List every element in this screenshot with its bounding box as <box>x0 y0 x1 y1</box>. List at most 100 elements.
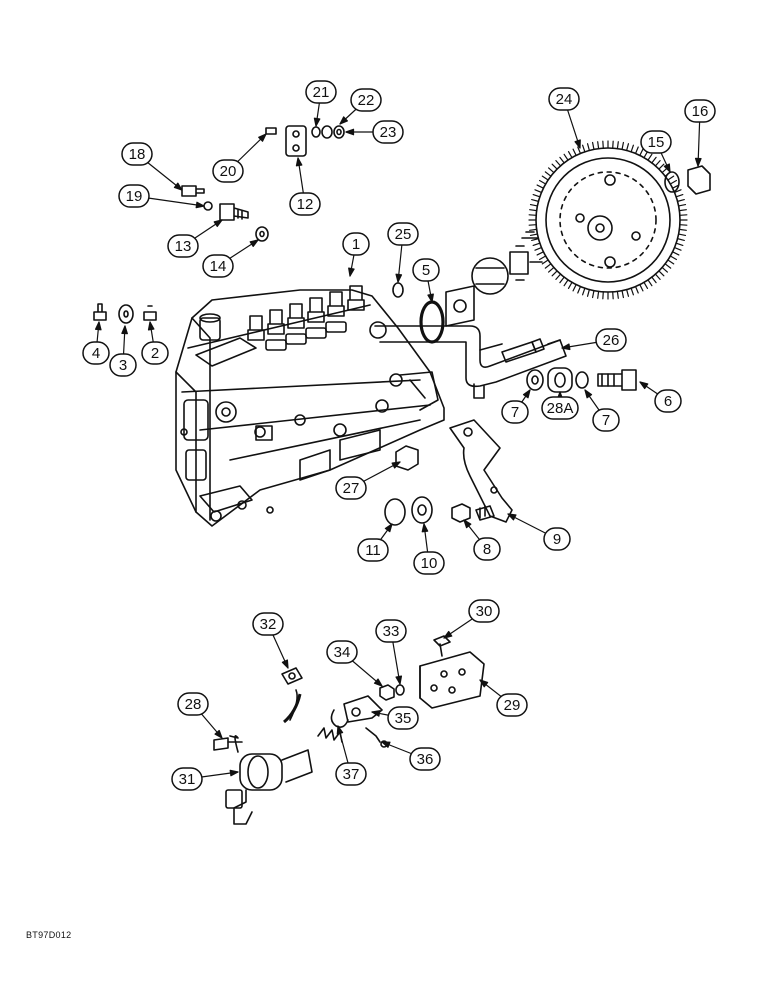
callout-number: 32 <box>260 616 277 633</box>
callout-arrowhead <box>348 267 355 277</box>
callout-number: 23 <box>380 124 397 141</box>
callout-27: 27 <box>335 476 367 500</box>
callout-28: 28 <box>177 692 209 716</box>
callout-6: 6 <box>654 389 682 413</box>
callout-arrowhead <box>522 389 531 399</box>
callout-8: 8 <box>473 537 501 561</box>
oil-line <box>369 321 567 399</box>
callout-number: 24 <box>556 91 573 108</box>
callout-number: 35 <box>395 710 412 727</box>
figure-code: BT97D012 <box>26 930 72 940</box>
callout-arrowhead <box>561 343 571 351</box>
callout-number: 31 <box>179 771 196 788</box>
callout-number: 28A <box>547 400 574 417</box>
callout-bubble <box>501 400 529 424</box>
callout-number: 9 <box>553 531 561 548</box>
callout-number: 25 <box>395 226 412 243</box>
callout-arrowhead <box>281 659 289 669</box>
nut-27 <box>395 445 419 471</box>
callout-number: 19 <box>126 188 143 205</box>
banjo-stack-left <box>181 185 269 242</box>
callout-25: 25 <box>387 222 419 246</box>
callout-bubble <box>409 747 441 771</box>
callout-28a: 28A <box>541 396 579 420</box>
callout-bubble <box>121 142 153 166</box>
callout-4: 4 <box>82 341 110 365</box>
callout-bubble <box>548 87 580 111</box>
callout-arrowhead <box>121 325 128 335</box>
callout-arrowhead <box>507 513 517 521</box>
callout-3: 3 <box>109 353 137 377</box>
o-ring <box>419 300 445 344</box>
callout-13: 13 <box>167 234 199 258</box>
washer-33 <box>395 684 405 696</box>
callout-number: 1 <box>352 236 360 253</box>
callout-arrowhead <box>229 769 239 777</box>
callout-bubble <box>212 159 244 183</box>
callout-bubble <box>413 551 445 575</box>
callout-12: 12 <box>289 192 321 216</box>
callout-number: 10 <box>421 555 438 572</box>
callout-arrowhead <box>213 219 223 228</box>
callout-number: 22 <box>358 92 375 109</box>
callout-bubble <box>82 341 110 365</box>
throttle-bracket <box>449 419 513 523</box>
callout-number: 11 <box>365 542 381 559</box>
callout-arrowhead <box>479 679 489 688</box>
callout-bubble <box>375 619 407 643</box>
callout-22: 22 <box>350 88 382 112</box>
callout-arrowhead <box>443 630 453 639</box>
callout-arrowhead <box>463 519 472 529</box>
callout-bubble <box>202 254 234 278</box>
callout-bubble <box>468 599 500 623</box>
nut-34 <box>379 684 395 701</box>
callout-number: 21 <box>313 84 330 101</box>
callout-number: 30 <box>476 603 493 620</box>
callout-15: 15 <box>640 130 672 154</box>
callout-36: 36 <box>409 747 441 771</box>
callout-arrowhead <box>147 321 155 331</box>
callout-bubble <box>412 258 440 282</box>
callout-bubble <box>387 706 419 730</box>
callout-arrowhead <box>373 678 383 687</box>
linkage-parts <box>330 695 388 748</box>
callout-bubble <box>350 88 382 112</box>
nut <box>451 503 471 523</box>
callout-10: 10 <box>413 551 445 575</box>
callout-bubble <box>167 234 199 258</box>
callout-arrowhead <box>345 128 355 136</box>
callout-bubble <box>289 192 321 216</box>
callout-bubble <box>335 762 367 786</box>
callout-32: 32 <box>252 612 284 636</box>
callout-number: 7 <box>511 404 519 421</box>
callout-bubble <box>496 693 528 717</box>
callout-number: 8 <box>483 541 491 558</box>
hub-parts <box>445 231 543 327</box>
callout-arrowhead <box>384 523 393 533</box>
fittings-left <box>93 303 157 324</box>
callout-number: 33 <box>383 623 400 640</box>
callout-number: 27 <box>343 480 360 497</box>
callout-37: 37 <box>335 762 367 786</box>
callout-number: 37 <box>343 766 360 783</box>
callout-35: 35 <box>387 706 419 730</box>
callout-bubble <box>541 396 579 420</box>
callout-26: 26 <box>595 328 627 352</box>
callout-number: 6 <box>664 393 672 410</box>
callout-number: 29 <box>504 697 521 714</box>
callout-bubble <box>372 120 404 144</box>
callout-7: 7 <box>592 408 620 432</box>
callout-31: 31 <box>171 767 203 791</box>
callout-arrowhead <box>313 117 321 127</box>
callout-number: 16 <box>692 103 709 120</box>
callout-bubble <box>171 767 203 791</box>
fitting-26 <box>501 338 545 363</box>
callout-number: 5 <box>422 262 430 279</box>
callout-number: 28 <box>185 696 202 713</box>
callout-18: 18 <box>121 142 153 166</box>
callout-bubble <box>118 184 150 208</box>
seal-ring <box>384 498 406 526</box>
callout-24: 24 <box>548 87 580 111</box>
callout-1: 1 <box>342 232 370 256</box>
